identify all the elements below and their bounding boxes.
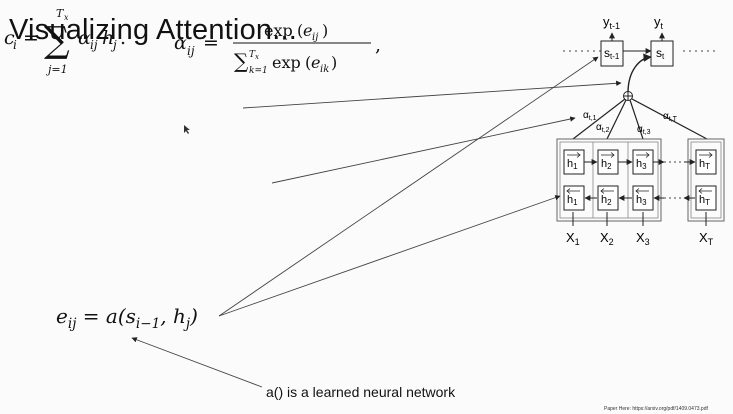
svg-text:exp: exp xyxy=(264,21,293,40)
svg-text:exp: exp xyxy=(272,53,301,72)
svg-text:j=1: j=1 xyxy=(45,63,68,76)
svg-text:h: h xyxy=(102,27,114,49)
input-label-3: X3 xyxy=(636,230,650,247)
alignment-score-equation: eij = a(si−1, hj) xyxy=(56,304,198,332)
svg-text:ij: ij xyxy=(187,44,195,58)
forward-states: h1 h2 h3 hT xyxy=(563,149,717,175)
svg-text:k=1: k=1 xyxy=(249,66,268,76)
svg-text:): ) xyxy=(331,53,337,72)
svg-text:e: e xyxy=(303,21,312,40)
svg-text:c: c xyxy=(4,27,15,49)
svg-text:ij: ij xyxy=(312,32,318,43)
svg-text:hT: hT xyxy=(699,158,710,171)
input-label-2: X2 xyxy=(600,230,614,247)
svg-text:hT: hT xyxy=(699,194,710,207)
svg-text:i: i xyxy=(13,38,17,52)
svg-text:h1: h1 xyxy=(567,194,578,207)
svg-text:α: α xyxy=(78,27,91,49)
arrow-context-to-sum xyxy=(242,80,622,109)
svg-text:∑: ∑ xyxy=(234,49,249,73)
state-label-current: st xyxy=(656,46,665,61)
source-link[interactable]: Paper Here: https://arxiv.org/pdf/1409.0… xyxy=(604,406,708,412)
output-label-prev: yt-1 xyxy=(603,14,620,31)
backward-states: h1 h2 h3 hT xyxy=(563,185,717,211)
arrow-weight-to-alpha xyxy=(271,116,576,184)
weight-label-1: αt,1 xyxy=(583,110,597,122)
weight-label-3: αt,3 xyxy=(637,124,651,136)
svg-text:x: x xyxy=(255,53,259,61)
weight-label-2: αt,2 xyxy=(596,122,610,134)
svg-text:,: , xyxy=(375,34,381,56)
svg-text:ij: ij xyxy=(90,38,98,52)
svg-text:(: ( xyxy=(297,21,303,40)
arrow-caption-to-score xyxy=(131,337,263,388)
svg-text:T: T xyxy=(56,7,65,20)
output-label-current: yt xyxy=(654,14,664,31)
svg-text:α: α xyxy=(174,32,187,54)
svg-text:j: j xyxy=(110,38,117,52)
caption: a() is a learned neural network xyxy=(266,384,456,400)
svg-text:e: e xyxy=(311,53,320,72)
state-label-prev: st-1 xyxy=(604,46,620,61)
slide-title: Visualizing Attention... xyxy=(9,14,298,46)
attention-weight-equation: α ij = exp ( e ij ) ∑ T x k=1 exp ( e ik… xyxy=(174,21,381,76)
arrow-score-to-hidden xyxy=(218,195,561,317)
svg-text:x: x xyxy=(64,13,69,22)
svg-text:.: . xyxy=(120,27,126,49)
context-vector-equation: c i = T x ∑ j=1 α ij h j . xyxy=(4,7,126,76)
encoder-block xyxy=(556,138,662,222)
svg-text:ik: ik xyxy=(320,64,329,75)
svg-text:T: T xyxy=(249,50,256,60)
svg-text:∑: ∑ xyxy=(44,20,70,61)
svg-text:=: = xyxy=(203,32,219,54)
mouse-cursor-icon xyxy=(184,125,190,134)
svg-text:h3: h3 xyxy=(636,158,647,171)
svg-text:h3: h3 xyxy=(636,194,647,207)
input-label-T: XT xyxy=(699,230,714,247)
arrow-score-to-state xyxy=(218,56,599,317)
svg-text:h2: h2 xyxy=(601,194,612,207)
svg-text:h1: h1 xyxy=(567,158,578,171)
svg-text:h2: h2 xyxy=(601,158,612,171)
svg-text:(: ( xyxy=(305,53,311,72)
weight-label-T: αt,T xyxy=(663,111,678,123)
svg-text:): ) xyxy=(322,21,328,40)
svg-text:=: = xyxy=(23,27,39,49)
input-label-1: X1 xyxy=(566,230,580,247)
